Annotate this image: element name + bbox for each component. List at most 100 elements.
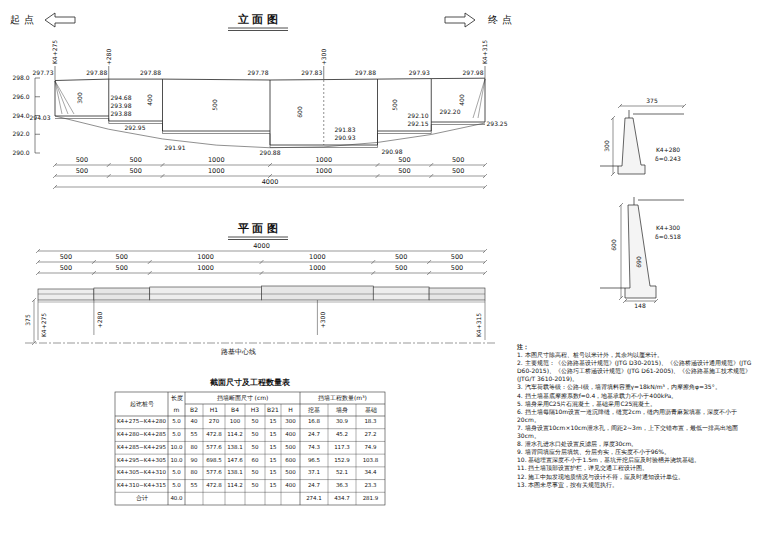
table-header: H3 (251, 407, 259, 413)
table-cell: 34.4 (364, 470, 376, 476)
dimension-value: 500 (398, 157, 410, 164)
table-cell: 472.8 (206, 483, 222, 489)
table-cell: 500 (285, 470, 296, 476)
scale-value: 290.0 (12, 150, 29, 156)
table-cell: 40 (191, 420, 198, 426)
table-cell: 74.3 (308, 445, 320, 451)
table-cell: 600 (285, 458, 296, 464)
direction-label: 终 点 (488, 15, 511, 25)
elevation-value: 292.20 (440, 109, 461, 115)
table-cell: 577.6 (206, 470, 222, 476)
table-header: 挖基 (308, 407, 320, 413)
retaining-wall-plan (38, 294, 485, 302)
slope-value: δ=0.518 (655, 234, 681, 240)
slope-value: δ=0.243 (655, 156, 681, 162)
table-cell: 74.9 (364, 445, 376, 451)
table-cell: 138.1 (227, 445, 243, 451)
table-cell: 16.8 (308, 420, 320, 426)
note-text: 9. 墙背回填应分层填筑、分层夯实，压实度不小于96%。 (517, 448, 755, 456)
station-label: +300 (321, 49, 327, 65)
table-cell: K4+310~K4+315 (117, 483, 166, 489)
dimension-value: 4000 (262, 179, 279, 186)
dimension-value: 690 (636, 256, 642, 267)
retaining-wall-plan (150, 287, 262, 300)
dimension-value: 500 (129, 168, 141, 175)
station-label: K4+275 (41, 313, 47, 337)
table-cell: 103.8 (363, 458, 379, 464)
wall-section (619, 203, 658, 303)
wall-section (611, 104, 686, 176)
table-cell: 36.3 (336, 483, 348, 489)
elevation-value: 293.98 (111, 103, 132, 109)
retaining-wall-plan (38, 300, 485, 340)
dimension-value: 500 (395, 265, 407, 272)
dimension-value: 500 (76, 157, 88, 164)
table-cell: 114.2 (227, 432, 243, 438)
title-underline (228, 239, 288, 240)
dimension-line (53, 185, 487, 189)
quantity-table (115, 392, 385, 505)
table-header: B2 (190, 407, 198, 413)
table-cell: 117.3 (334, 445, 350, 451)
table-cell: 15 (270, 420, 277, 426)
table-cell: 45.2 (336, 432, 348, 438)
table-cell: 152.9 (334, 458, 350, 464)
scale-value: 292.0 (12, 131, 29, 137)
elevation-value: 290.93 (335, 135, 356, 141)
retaining-wall-elevation (55, 79, 485, 118)
table-header: H (288, 407, 293, 413)
dimension-value: 300 (604, 140, 610, 151)
table-cell: 138.1 (227, 470, 243, 476)
table-cell: 24.7 (308, 483, 320, 489)
direction-arrow (45, 13, 75, 27)
wall-section (600, 104, 686, 303)
station-label: +300 (320, 312, 326, 328)
table-cell: 30.9 (336, 420, 348, 426)
dimension-value: 500 (452, 157, 464, 164)
elevation-value: 290.88 (260, 150, 281, 156)
quantity-table (115, 429, 385, 493)
dimension-value: 500 (116, 265, 128, 272)
table-cell: 37.1 (308, 470, 320, 476)
elevation-value: 291.91 (165, 145, 186, 151)
scale-value: 296.0 (12, 94, 29, 100)
wall-height: 500 (212, 99, 218, 110)
wall-height: 300 (77, 92, 83, 103)
dimension-value: 148 (634, 303, 645, 309)
elevation-value: 297.83 (301, 70, 322, 76)
table-cell: 23.3 (364, 483, 376, 489)
table-cell: 40.0 (170, 496, 182, 502)
retaining-wall-elevation (109, 79, 432, 131)
station-label: K4+300 (656, 225, 680, 231)
scale-value: 298.0 (12, 75, 29, 81)
view-title: 平 面 图 (238, 223, 279, 234)
station-line (55, 66, 485, 80)
title-underline (228, 28, 288, 29)
table-cell: K4+295~K4+305 (117, 458, 166, 464)
dimension-line (53, 163, 487, 167)
note-text: 1. 本图尺寸除高程、桩号以米计外，其余均以厘米计。 (517, 351, 755, 359)
dimension-value: 375 (25, 314, 31, 325)
elevation-value: 297.73 (33, 70, 54, 76)
station-line (55, 66, 485, 80)
notes-block: 注：1. 本图尺寸除高程、桩号以米计外，其余均以厘米计。2. 主要规范：《公路路… (517, 343, 755, 489)
table-header: B4 (231, 407, 239, 413)
table-cell: 300 (285, 420, 296, 426)
table-cell: 577.6 (206, 445, 222, 451)
table-cell: 500 (285, 445, 296, 451)
ground-line (55, 116, 485, 148)
dimension-value: 1000 (197, 254, 214, 261)
table-cell: 472.8 (206, 432, 222, 438)
retaining-wall-plan (25, 286, 495, 343)
view-title: 立 面 图 (238, 14, 279, 25)
table-cell: 270 (209, 420, 220, 426)
ground-line (55, 116, 485, 148)
table-cell: 50 (252, 483, 259, 489)
dimension-line (32, 163, 487, 345)
table-header: B21 (267, 407, 279, 413)
note-text: 8. 泄水孔进水口处设置反滤层，厚度30cm。 (517, 440, 755, 448)
dimension-value: 500 (452, 168, 464, 175)
wall-height: 500 (392, 99, 398, 110)
title-underline (228, 30, 288, 31)
note-text: 12. 施工中如发现地质情况与设计不符，应及时通知设计单位。 (517, 473, 755, 481)
